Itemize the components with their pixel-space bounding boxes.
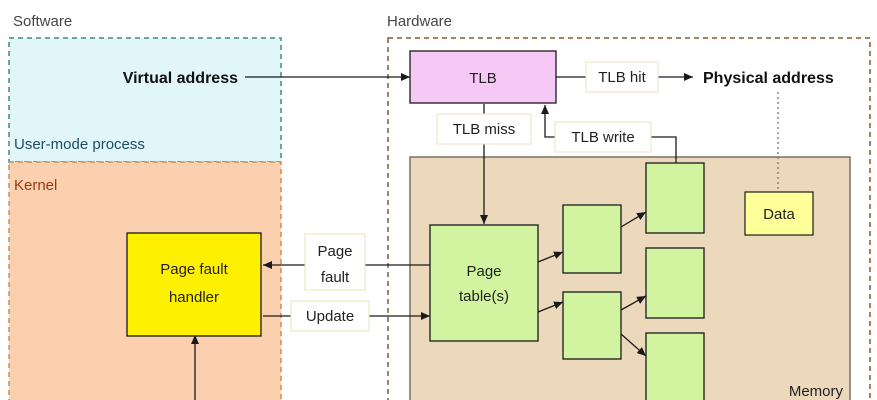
data-label: Data xyxy=(763,206,795,223)
page-table-label-line2: table(s) xyxy=(459,288,509,305)
page-fault-label-box xyxy=(304,233,366,291)
tlb-box xyxy=(409,50,557,104)
update-label: Update xyxy=(306,308,354,325)
page-fault-label-line1: Page xyxy=(317,243,352,260)
page-fault-handler-label-line2: handler xyxy=(169,289,219,306)
virtual-address-label: Virtual address xyxy=(123,70,238,87)
tlb-miss-label: TLB miss xyxy=(453,121,516,138)
tlb-hit-label-box xyxy=(585,61,659,93)
l2b-to-l3b-arrow xyxy=(620,295,647,311)
data-box xyxy=(744,191,814,236)
l2b-to-l3c-arrow xyxy=(620,333,647,357)
hardware-label: Hardware xyxy=(387,13,452,30)
tlb-hit-label: TLB hit xyxy=(598,69,646,86)
page-table-level3-box xyxy=(645,247,705,319)
hardware-region xyxy=(387,37,871,400)
user-mode-label: User-mode process xyxy=(14,136,145,153)
kernel-label: Kernel xyxy=(14,177,57,194)
tlb-miss-label-box xyxy=(436,113,532,145)
page-table-level2-box xyxy=(562,291,622,360)
update-label-box xyxy=(290,300,370,332)
memory-label: Memory xyxy=(789,383,844,400)
tlb-label: TLB xyxy=(469,70,497,87)
tlb-write-label-box xyxy=(554,121,652,153)
user-mode-region xyxy=(8,37,282,163)
page-fault-handler-box xyxy=(126,232,262,337)
page-table-level3-box xyxy=(645,332,705,400)
page-fault-label-line2: fault xyxy=(321,269,350,286)
table-to-l2b-arrow xyxy=(537,301,564,313)
page-table-level3-box xyxy=(645,162,705,234)
table-to-l2a-arrow xyxy=(537,251,564,263)
page-table-box xyxy=(429,224,539,342)
l2a-to-l3a-arrow xyxy=(620,211,647,228)
page-table-level2-box xyxy=(562,204,622,274)
physical-address-label: Physical address xyxy=(703,70,834,87)
page-table-label-line1: Page xyxy=(466,263,501,280)
software-label: Software xyxy=(13,13,72,30)
tlb-write-label: TLB write xyxy=(571,129,634,146)
page-fault-handler-label-line1: Page fault xyxy=(160,261,228,278)
